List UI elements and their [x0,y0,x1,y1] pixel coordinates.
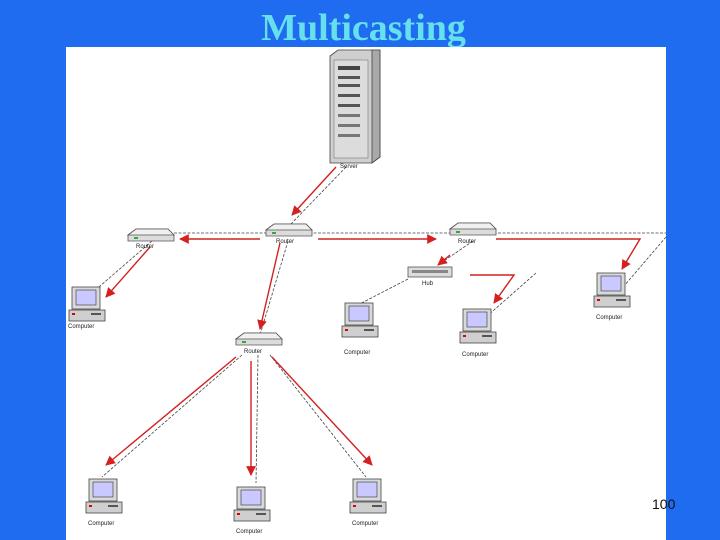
computer-label-1: Computer [68,324,95,330]
link-hub-pc3 [485,272,537,318]
page-number: 100 [652,496,676,512]
computer-label-7: Computer [596,315,623,321]
computer-label-6: Computer [352,521,379,527]
arrow-router4-pc4 [105,356,237,466]
link-router4-pc6 [269,354,367,478]
router-icon-4 [235,332,283,346]
slide-title: Multicasting [261,7,466,49]
multicast-arrows [105,166,642,476]
router-label-2: Router [276,239,295,245]
link-server-router [289,166,347,226]
hub-icon [407,266,453,278]
network-links [91,166,666,484]
computer-label-2: Computer [344,350,371,356]
link-backbone-pc7 [617,236,666,294]
arrow-router3-hub [437,254,451,266]
link-router2-router4 [259,240,289,336]
arrow-backbone-pc7 [496,238,642,270]
arrow-router2-router4 [257,242,281,330]
computer-icon-3 [459,308,497,344]
computer-icon-5 [233,486,271,522]
computer-label-5: Computer [236,529,263,535]
router-icon-1 [127,228,175,242]
server-icon [329,49,381,164]
hub-label: Hub [422,281,434,287]
server-label: Server [340,164,358,170]
computer-icon-6 [349,478,387,514]
arrow-server-router [291,166,337,216]
diagram-drawing [68,49,666,522]
arrow-hub-pc3 [470,274,516,304]
computer-icon-2 [341,302,379,338]
computer-icon-7 [593,272,631,308]
link-router3-hub [437,240,474,266]
computer-icon-1 [68,286,106,322]
computer-icon-4 [85,478,123,514]
router-label-4: Router [244,349,263,355]
router-label-3: Router [458,239,477,245]
computer-label-4: Computer [88,521,115,527]
network-diagram: Server Router Router Router Router Hub C… [66,47,666,540]
arrow-router1-pc1 [105,246,151,298]
arrow-router4-pc6 [271,356,373,466]
computer-label-3: Computer [462,352,489,358]
router-icon-3 [449,222,497,236]
router-label-1: Router [136,244,155,250]
router-icon-2 [265,223,313,237]
link-hub-pc2 [353,278,409,308]
link-router4-pc5 [255,354,259,484]
link-router4-pc4 [101,354,243,478]
